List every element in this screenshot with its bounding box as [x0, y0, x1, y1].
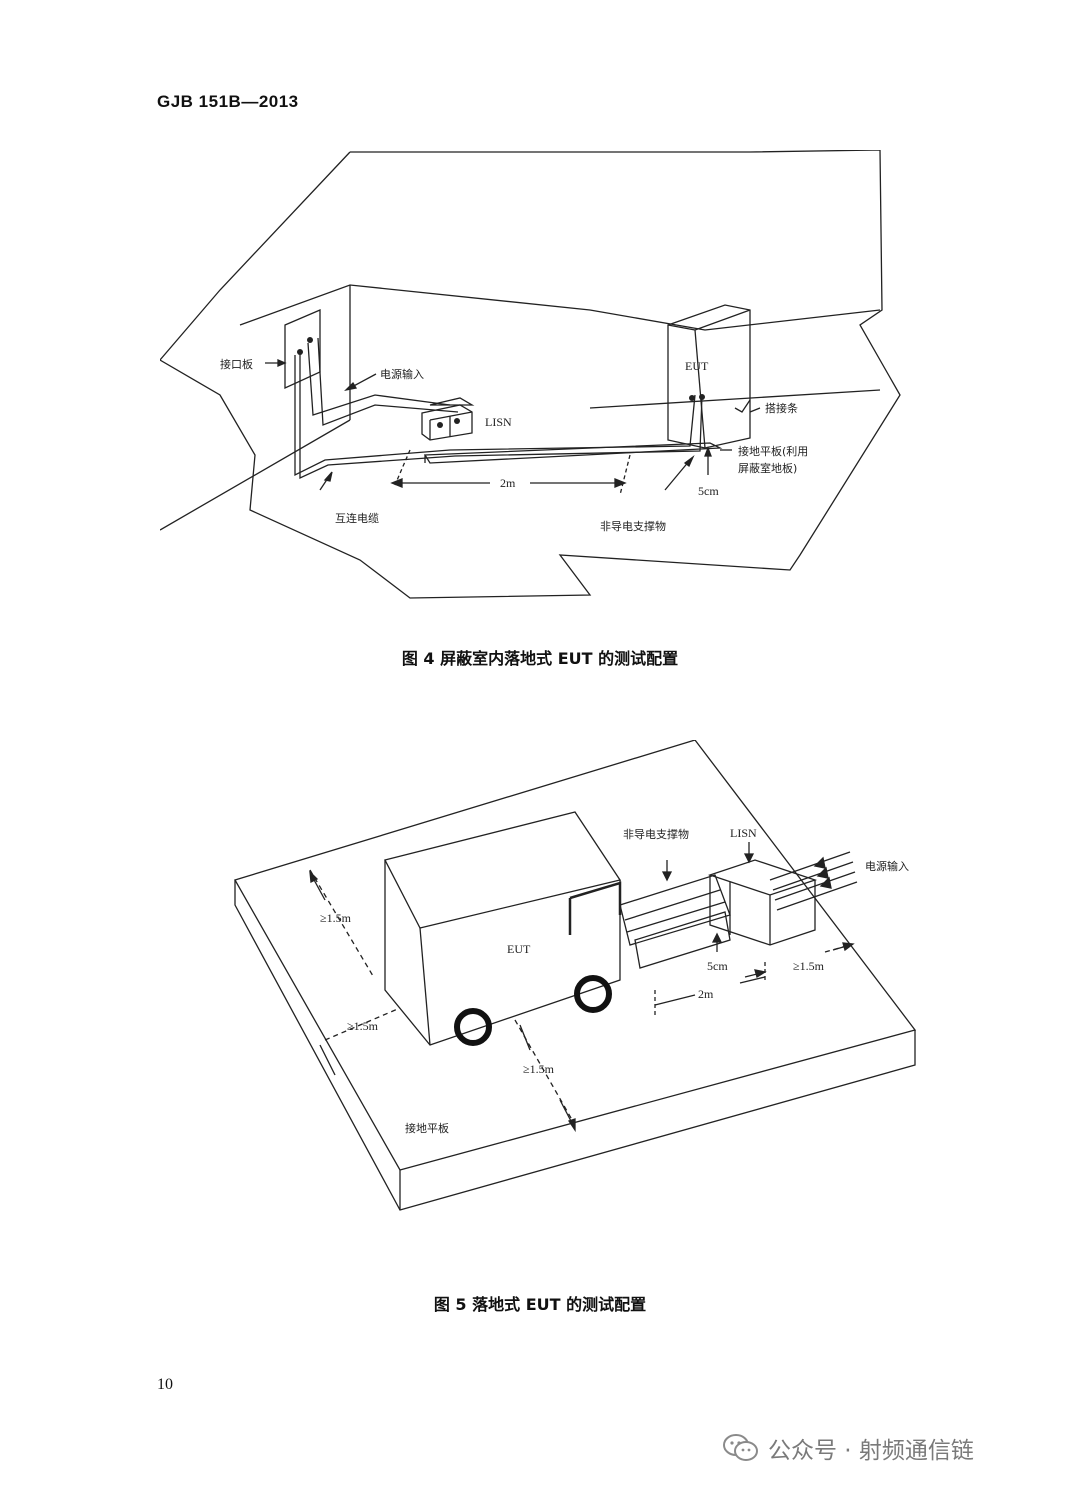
label-lisn: LISN: [730, 826, 757, 840]
watermark: 公众号 · 射频通信链: [722, 1428, 974, 1468]
label-interconnect-cable: 互连电缆: [335, 512, 379, 525]
label-power-input: 电源输入: [865, 859, 909, 873]
support-planks: [619, 874, 731, 946]
label-nonconductive-support: 非导电支撑物: [600, 519, 666, 533]
label-clearance-left: ≥1.5m: [347, 1019, 379, 1033]
label-eut: EUT: [685, 359, 709, 373]
page-number: 10: [157, 1376, 173, 1393]
ground-plane-slab: [234, 740, 917, 1171]
standard-code: GJB 151B—2013: [157, 92, 299, 111]
eut-window: [569, 881, 622, 915]
watermark-text: 公众号 · 射频通信链: [768, 1438, 974, 1464]
label-bond-strap: 搭接条: [765, 401, 798, 415]
label-clearance-right: ≥1.5m: [793, 959, 825, 973]
back-wall-edge: [239, 284, 881, 331]
room-outline: [160, 150, 901, 599]
label-eut: EUT: [507, 942, 531, 956]
interconnect-cable: [294, 355, 696, 477]
wechat-icon: [723, 1434, 758, 1461]
interface-panel: [284, 309, 321, 390]
label-height-5cm: 5cm: [707, 959, 728, 973]
eut-wheel-front: [454, 1008, 492, 1046]
label-distance-2m: 2m: [500, 476, 516, 490]
figure-5-diagram: 非导电支撑物 LISN 电源输入 EUT ≥1.5m ≥1.5m ≥1.5m ≥…: [234, 740, 917, 1211]
label-power-input: 电源输入: [380, 367, 424, 381]
label-clearance-front: ≥1.5m: [523, 1062, 555, 1076]
eut-vehicle-body: [384, 811, 622, 929]
label-distance-2m: 2m: [698, 987, 714, 1001]
eut-cabinet: [667, 304, 751, 449]
label-interface-panel: 接口板: [220, 357, 253, 371]
eut-wheel-rear: [574, 975, 612, 1013]
label-height-5cm: 5cm: [698, 484, 719, 498]
figure-4-caption: 图 4 屏蔽室内落地式 EUT 的测试配置: [401, 649, 679, 668]
label-ground-plane-1: 接地平板(利用: [738, 444, 808, 458]
label-clearance-left-top: ≥1.5m: [320, 911, 352, 925]
label-ground-plane-2: 屏蔽室地板): [738, 461, 797, 475]
label-nonconductive-support: 非导电支撑物: [623, 827, 689, 841]
label-lisn: LISN: [485, 415, 512, 429]
bond-strap: [734, 399, 751, 413]
figure-4-diagram: 接口板 电源输入 LISN EUT 搭接条 接地平板(利用 屏蔽室地板) 互连电…: [160, 150, 901, 599]
figure-5-caption: 图 5 落地式 EUT 的测试配置: [433, 1295, 647, 1314]
label-ground-plane: 接地平板: [405, 1121, 449, 1135]
power-input-cable: [307, 342, 451, 416]
